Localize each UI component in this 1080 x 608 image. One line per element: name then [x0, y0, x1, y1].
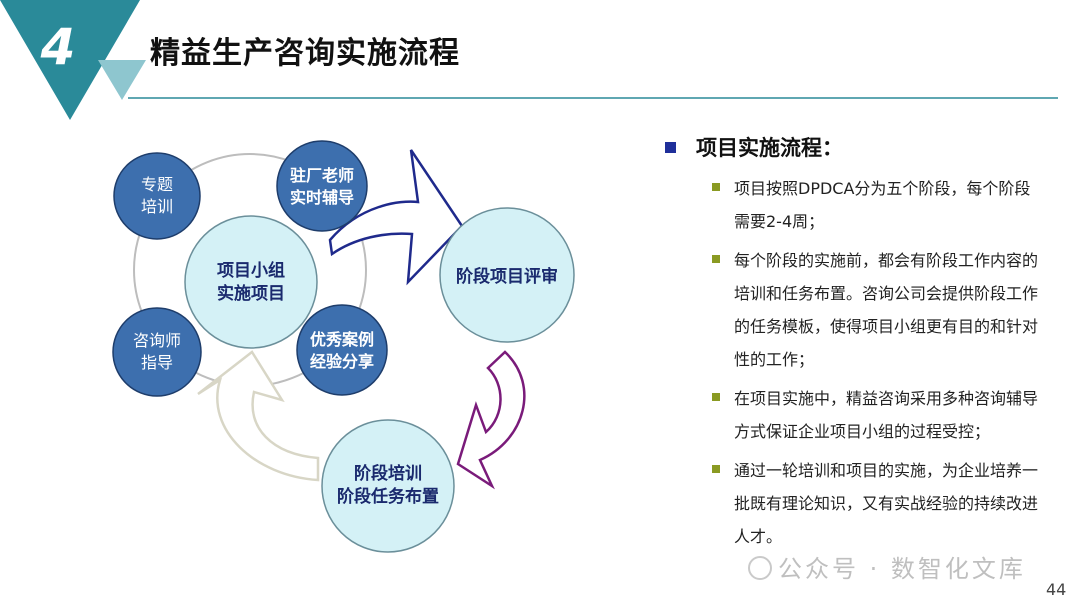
training-stage-line2: 阶段任务布置: [337, 486, 439, 507]
satellite-bottom-left-line2: 指导: [141, 353, 173, 372]
slide-title: 精益生产咨询实施流程: [150, 36, 460, 71]
bullet-text: 通过一轮培训和项目的实施，为企业培养一批既有理论知识，又有实战经验的持续改进人才…: [734, 461, 1039, 546]
satellite-node-bottom-right: 优秀案例 经验分享: [296, 304, 388, 396]
training-stage-node: 阶段培训 阶段任务布置: [321, 419, 455, 553]
bullet-text: 项目按照DPDCA分为五个阶段，每个阶段需要2-4周；: [734, 179, 1031, 231]
watermark-text: 公众号 · 数智化文库: [778, 555, 1026, 583]
review-stage-node: 阶段项目评审: [439, 207, 575, 343]
center-node: 项目小组 实施项目: [184, 215, 318, 349]
section-number: 4: [40, 18, 76, 76]
training-stage-line1: 阶段培训: [354, 463, 422, 484]
bullet-marker-icon: [712, 255, 720, 263]
satellite-top-right-line1: 驻厂老师: [290, 166, 354, 185]
satellite-node-top-right: 驻厂老师 实时辅导: [276, 140, 368, 232]
bullet-item: 项目按照DPDCA分为五个阶段，每个阶段需要2-4周；: [712, 172, 1042, 238]
heading-text: 项目实施流程：: [696, 136, 843, 160]
cycle-arrow-up: [197, 350, 320, 482]
satellite-bottom-left-line1: 咨询师: [133, 331, 181, 350]
bullet-marker-icon: [712, 465, 720, 473]
bullet-item: 每个阶段的实施前，都会有阶段工作内容的培训和任务布置。咨询公司会提供阶段工作的任…: [712, 244, 1042, 376]
satellite-node-top-left: 专题 培训: [113, 152, 201, 240]
bullet-item: 通过一轮培训和项目的实施，为企业培养一批既有理论知识，又有实战经验的持续改进人才…: [712, 454, 1042, 553]
right-panel-heading: 项目实施流程：: [665, 132, 843, 162]
page-number: 44: [1046, 580, 1067, 599]
bullet-text: 在项目实施中，精益咨询采用多种咨询辅导方式保证企业项目小组的过程受控；: [734, 389, 1039, 441]
review-stage-label: 阶段项目评审: [456, 266, 558, 287]
cycle-arrow-down: [456, 350, 526, 490]
center-node-line1: 项目小组: [217, 260, 285, 281]
satellite-bottom-right-line2: 经验分享: [310, 352, 374, 371]
bullet-marker-icon: [712, 393, 720, 401]
satellite-top-left-line2: 培训: [141, 197, 173, 216]
bullet-marker-icon: [712, 183, 720, 191]
header-triangle-large: [0, 0, 140, 120]
bullet-text: 每个阶段的实施前，都会有阶段工作内容的培训和任务布置。咨询公司会提供阶段工作的任…: [734, 251, 1039, 369]
heading-bullet-square: [665, 141, 676, 153]
bullet-item: 在项目实施中，精益咨询采用多种咨询辅导方式保证企业项目小组的过程受控；: [712, 382, 1042, 448]
center-node-line2: 实施项目: [217, 283, 285, 304]
satellite-top-left-line1: 专题: [141, 175, 173, 194]
bullet-list: 项目按照DPDCA分为五个阶段，每个阶段需要2-4周； 每个阶段的实施前，都会有…: [712, 172, 1042, 559]
header-triangle-small: [98, 60, 146, 100]
satellite-bottom-right-line1: 优秀案例: [310, 330, 374, 349]
wechat-icon: [748, 556, 772, 580]
satellite-top-right-line2: 实时辅导: [290, 188, 354, 207]
satellite-node-bottom-left: 咨询师 指导: [112, 307, 202, 397]
watermark: 公众号 · 数智化文库: [748, 549, 1026, 584]
